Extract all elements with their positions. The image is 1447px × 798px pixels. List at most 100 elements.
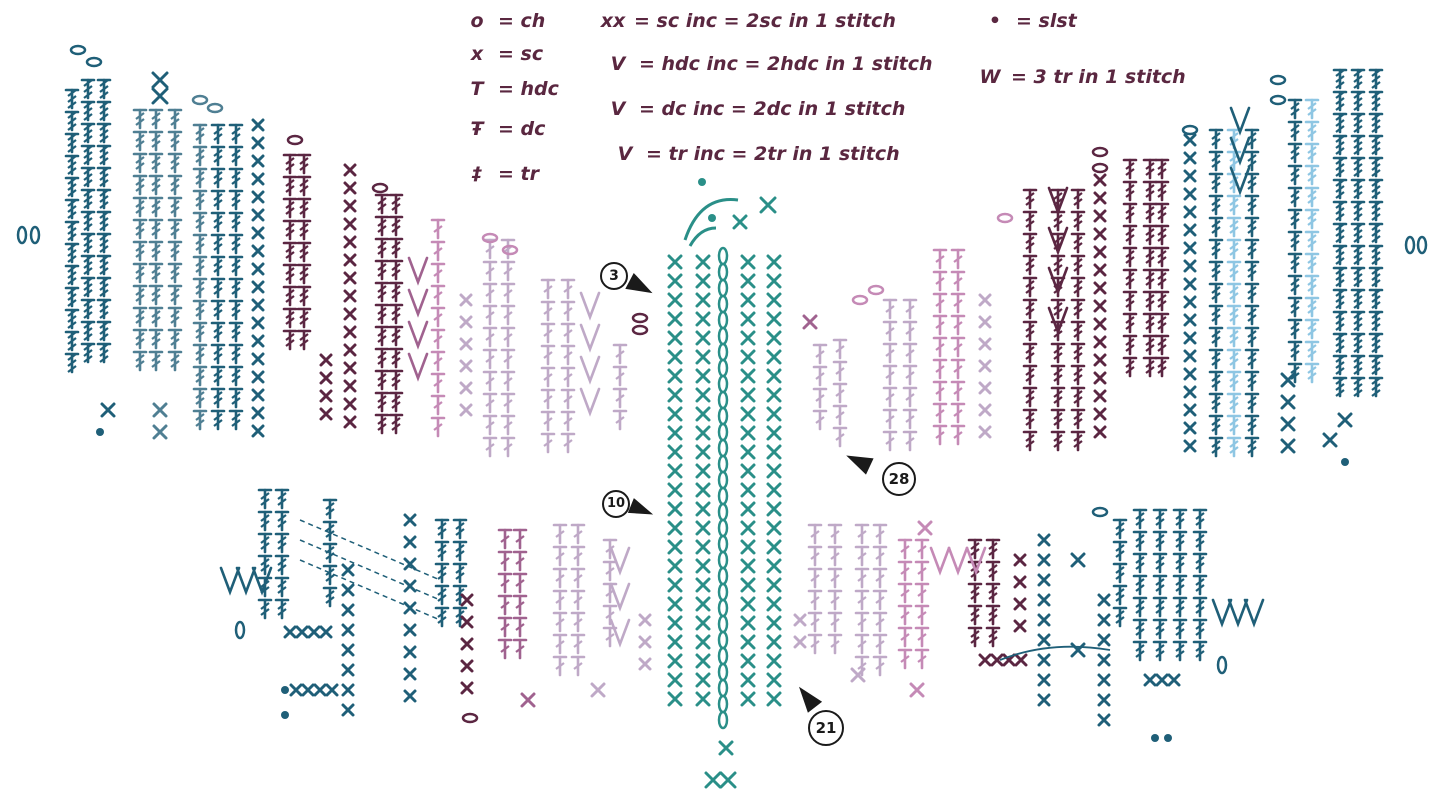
sc-stitch [345, 327, 355, 337]
sc-stitch [1185, 261, 1195, 271]
sc-stitch [253, 246, 263, 256]
sc-stitch [1039, 655, 1049, 665]
ch-stitch [1418, 237, 1426, 253]
sc-stitch [321, 355, 331, 365]
sc-stitch [1015, 621, 1025, 631]
sc-stitch [1282, 440, 1294, 452]
sc-stitch [461, 361, 471, 371]
sc-stitch [768, 427, 780, 439]
sc-stitch [253, 390, 263, 400]
sc-stitch [153, 89, 167, 103]
sc-stitch [669, 332, 681, 344]
sc-stitch [768, 389, 780, 401]
sc-stitch [768, 655, 780, 667]
sc-stitch [1095, 301, 1105, 311]
ch-stitch [719, 664, 727, 680]
ch-stitch [1406, 237, 1414, 253]
slst-stitch [96, 428, 104, 436]
sc-stitch [1039, 595, 1049, 605]
sc-stitch [768, 408, 780, 420]
row-marker-3: 3 [600, 262, 628, 290]
sc-stitch [669, 541, 681, 553]
ch-stitch [719, 392, 727, 408]
sc-stitch [405, 647, 415, 657]
inc-stitch [581, 357, 599, 381]
sc-stitch [1095, 337, 1105, 347]
sc-stitch [1185, 135, 1195, 145]
ch-stitch [1218, 657, 1226, 673]
sc-stitch [697, 674, 709, 686]
sc-stitch [720, 742, 732, 754]
sc-stitch [980, 339, 990, 349]
ch-stitch [719, 328, 727, 344]
sc-stitch [768, 332, 780, 344]
sc-stitch [345, 381, 355, 391]
ch-stitch [87, 58, 101, 66]
sc-stitch [795, 637, 805, 647]
legend-dc: Ŧ= dc [462, 120, 545, 139]
sc-stitch [1095, 247, 1105, 257]
ch-stitch [1093, 164, 1107, 172]
sc-stitch [768, 351, 780, 363]
sc-stitch [343, 645, 353, 655]
sc-stitch [461, 317, 471, 327]
sc-stitch [669, 313, 681, 325]
row-marker-21-label: 21 [816, 719, 837, 737]
sc-stitch [253, 264, 263, 274]
sc-stitch [253, 192, 263, 202]
sc-stitch [1157, 675, 1167, 685]
legend-3tr: W= 3 tr in 1 stitch [975, 68, 1186, 87]
sc-stitch [253, 120, 263, 130]
ch-stitch [719, 280, 727, 296]
sc-stitch [697, 294, 709, 306]
ch-stitch [998, 214, 1012, 222]
sc-stitch [253, 174, 263, 184]
sc-stitch [253, 426, 263, 436]
legend-ch: o= ch [462, 12, 545, 31]
ch-stitch [208, 104, 222, 112]
sc-stitch [1282, 396, 1294, 408]
sc-stitch [343, 585, 353, 595]
sc-stitch [768, 465, 780, 477]
sc-stitch [697, 332, 709, 344]
sc-stitch [742, 693, 754, 705]
ch-stitch [719, 456, 727, 472]
dc-inc-label: = dc inc = 2dc in 1 stitch [639, 98, 905, 120]
sc-stitch [768, 484, 780, 496]
sc-stitch [1095, 373, 1105, 383]
sc-stitch [697, 313, 709, 325]
sc-stitch [253, 210, 263, 220]
sc-stitch [697, 617, 709, 629]
ch-stitch [633, 314, 647, 322]
sc-stitch [669, 674, 681, 686]
ch-stitch [719, 488, 727, 504]
sc-stitch [768, 503, 780, 515]
sc-stitch [1145, 675, 1155, 685]
sc-stitch [461, 405, 471, 415]
sc-stitch [321, 627, 331, 637]
sc-stitch [980, 361, 990, 371]
sc-stitch [461, 383, 471, 393]
sc-stitch [1015, 599, 1025, 609]
sc-stitch [1095, 427, 1105, 437]
slst-stitch [281, 686, 289, 694]
sc-label: = sc [498, 43, 543, 65]
sc-stitch [253, 318, 263, 328]
sc-stitch [669, 693, 681, 705]
sc-stitch [297, 627, 307, 637]
sc-stitch [919, 522, 931, 534]
sc-stitch [742, 503, 754, 515]
sc-stitch [669, 560, 681, 572]
sc-stitch [1185, 153, 1195, 163]
sc-stitch [669, 427, 681, 439]
sc-stitch [343, 665, 353, 675]
sc-stitch [303, 685, 313, 695]
ch-stitch [31, 227, 39, 243]
ch-stitch [719, 712, 727, 728]
sc-stitch [742, 370, 754, 382]
sc-stitch [405, 515, 415, 525]
sc-stitch [706, 773, 720, 787]
inc-stitch [237, 568, 255, 592]
sc-stitch [1095, 283, 1105, 293]
sc-stitch [1039, 535, 1049, 545]
